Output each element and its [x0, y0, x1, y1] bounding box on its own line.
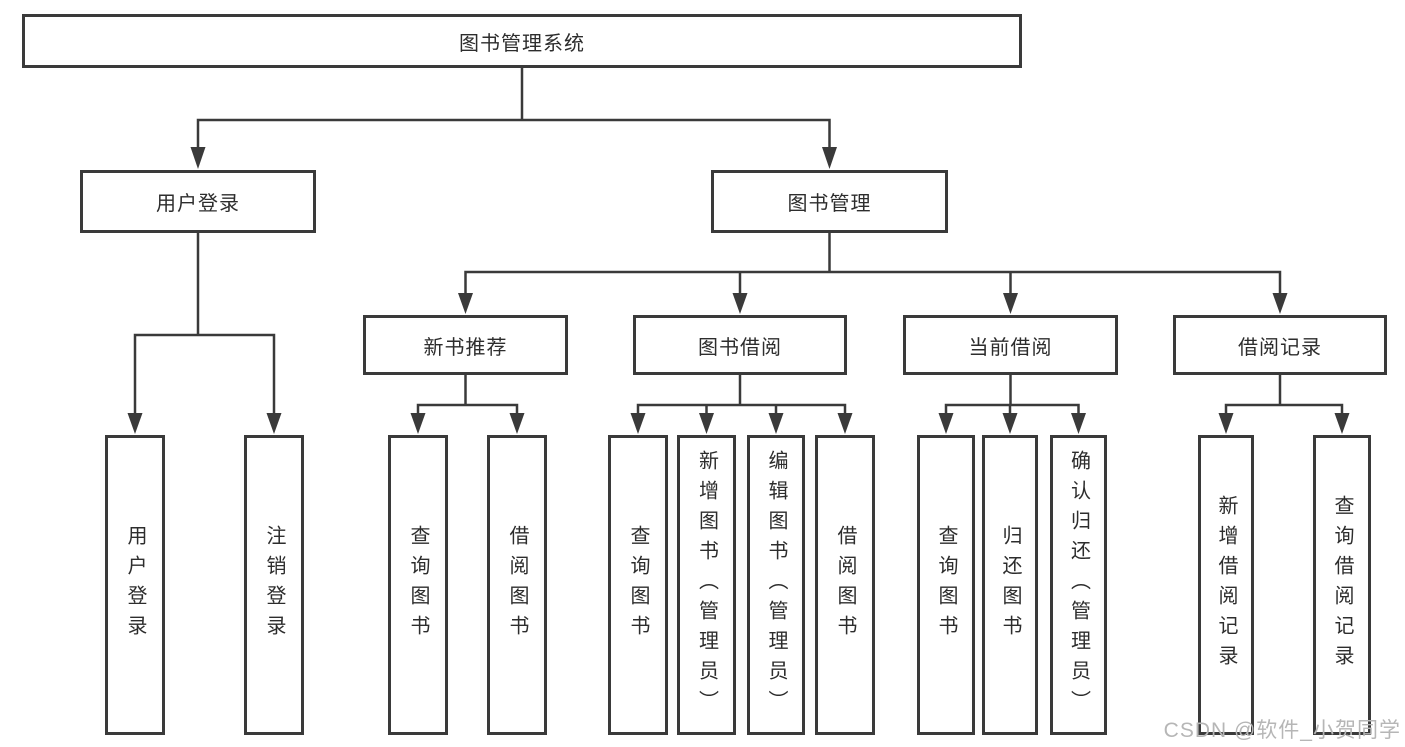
node-label: 查询借阅记录 — [1331, 495, 1353, 675]
node-label: 新增图书（管理员） — [695, 450, 718, 720]
node-label: 编辑图书（管理员） — [765, 450, 787, 720]
leaf-edit-book-admin: 编辑图书（管理员） — [747, 435, 805, 735]
leaf-add-borrow-record: 新增借阅记录 — [1198, 435, 1254, 735]
leaf-return-book: 归还图书 — [982, 435, 1038, 735]
node-label: 注销登录 — [263, 525, 285, 645]
node-label: 新书推荐 — [423, 336, 508, 359]
leaf-confirm-return-admin: 确认归还（管理员） — [1050, 435, 1107, 735]
node-book-management: 图书管理 — [711, 170, 948, 233]
node-label: 查询图书 — [935, 525, 957, 645]
leaf-user-login: 用户登录 — [105, 435, 165, 735]
node-current-borrowing: 当前借阅 — [903, 315, 1118, 375]
leaf-logout: 注销登录 — [244, 435, 304, 735]
node-label: 图书借阅 — [698, 336, 782, 359]
node-label: 用户登录 — [124, 525, 146, 645]
node-label: 新增借阅记录 — [1215, 495, 1237, 675]
node-label: 当前借阅 — [968, 336, 1053, 359]
node-library-system: 图书管理系统 — [22, 14, 1022, 68]
node-label: 确认归还（管理员） — [1067, 450, 1090, 720]
node-label: 查询图书 — [407, 525, 429, 645]
node-label: 借阅图书 — [834, 525, 856, 645]
node-label: 借阅记录 — [1238, 336, 1322, 359]
leaf-add-book-admin: 新增图书（管理员） — [677, 435, 736, 735]
leaf-borrow-books-1: 借阅图书 — [487, 435, 547, 735]
leaf-query-books-3: 查询图书 — [917, 435, 975, 735]
leaf-query-books-2: 查询图书 — [608, 435, 668, 735]
leaf-query-borrow-record: 查询借阅记录 — [1313, 435, 1371, 735]
node-new-book-recommendation: 新书推荐 — [363, 315, 568, 375]
node-book-borrowing: 图书借阅 — [633, 315, 847, 375]
node-label: 用户登录 — [156, 193, 240, 215]
node-label: 借阅图书 — [506, 525, 528, 645]
node-borrowing-records: 借阅记录 — [1173, 315, 1387, 375]
node-label: 图书管理系统 — [459, 32, 585, 55]
csdn-watermark: CSDN @软件_小贺同学 — [1163, 719, 1401, 742]
leaf-borrow-books-2: 借阅图书 — [815, 435, 875, 735]
node-user-login: 用户登录 — [80, 170, 316, 233]
leaf-query-books-1: 查询图书 — [388, 435, 448, 735]
node-label: 查询图书 — [627, 525, 649, 645]
node-label: 图书管理 — [787, 193, 872, 215]
node-label: 归还图书 — [999, 525, 1021, 645]
